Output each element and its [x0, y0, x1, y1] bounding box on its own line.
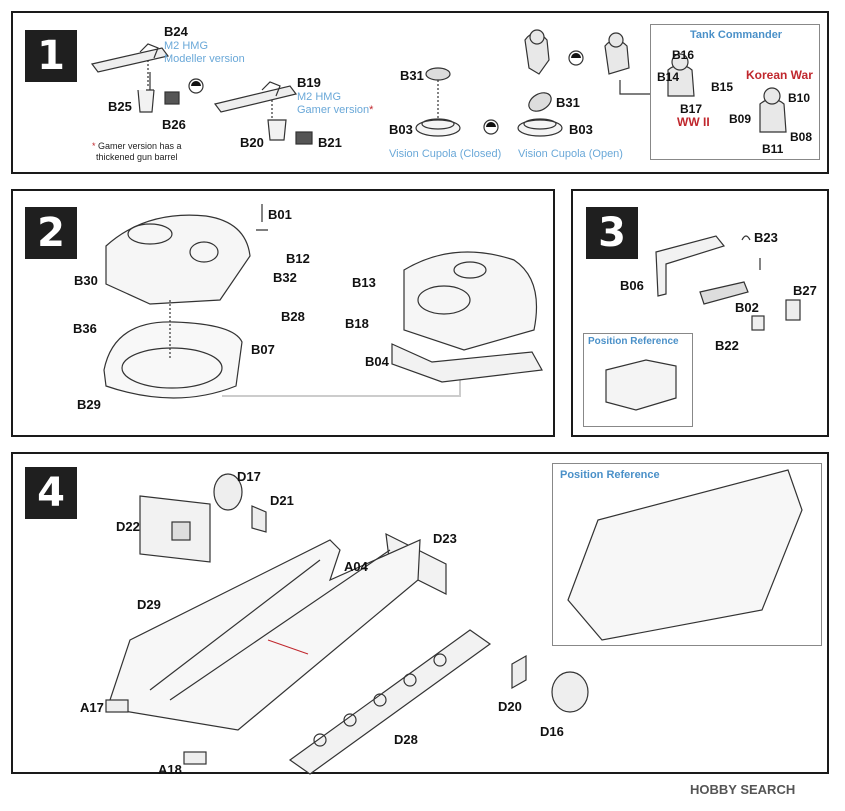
label-b08: B08: [790, 130, 813, 144]
label-b28: B28: [281, 309, 305, 324]
watermark: HOBBY SEARCH: [690, 782, 796, 797]
gamer-note-star: *: [92, 141, 96, 151]
label-d29: D29: [137, 597, 161, 612]
label-b18: B18: [345, 316, 369, 331]
label-b11: B11: [762, 142, 784, 156]
label-b14: B14: [657, 70, 680, 84]
step-3-position-reference-title: Position Reference: [588, 336, 679, 347]
label-d28: D28: [394, 732, 418, 747]
step-1-number: 1: [25, 30, 77, 82]
label-b03-open: B03: [569, 122, 593, 137]
label-b02: B02: [735, 300, 759, 315]
label-a18: A18: [158, 762, 182, 777]
gamer-version-text: Gamer version: [297, 104, 370, 116]
label-b21: B21: [318, 135, 342, 150]
label-d20: D20: [498, 699, 522, 714]
label-b20: B20: [240, 135, 264, 150]
label-b36: B36: [73, 321, 97, 336]
label-d16: D16: [540, 724, 564, 739]
label-d21: D21: [270, 493, 294, 508]
label-b15: B15: [711, 80, 734, 94]
tank-commander-title: Tank Commander: [690, 29, 783, 41]
gamer-version-line1: M2 HMG: [297, 91, 341, 103]
step-2-number: 2: [25, 207, 77, 259]
label-b29: B29: [77, 397, 101, 412]
gamer-note: * Gamer version has a thickened gun barr…: [92, 141, 182, 163]
label-b12: B12: [286, 251, 310, 266]
modeller-version-line1: M2 HMG: [164, 40, 208, 52]
label-d23: D23: [433, 531, 457, 546]
gamer-version-star: *: [369, 104, 374, 116]
step-4-number: 4: [25, 467, 77, 519]
label-b31-closed: B31: [400, 68, 424, 83]
modeller-version-line2: Modeller version: [164, 53, 245, 65]
ww2-label: WW II: [677, 115, 710, 129]
gamer-note-line1: Gamer version has a: [98, 141, 182, 151]
gamer-version-line2: Gamer version*: [297, 104, 373, 117]
label-b22: B22: [715, 338, 739, 353]
label-b30: B30: [74, 273, 98, 288]
label-a04: A04: [344, 559, 368, 574]
step-4-position-reference-title: Position Reference: [560, 469, 660, 481]
gamer-note-line2: thickened gun barrel: [96, 151, 178, 162]
step-3-number: 3: [586, 207, 638, 259]
label-b03-closed: B03: [389, 122, 413, 137]
label-b26: B26: [162, 117, 186, 132]
vision-cupola-closed: Vision Cupola (Closed): [389, 148, 502, 160]
label-b19: B19: [297, 75, 321, 90]
label-b09: B09: [729, 112, 752, 126]
label-b32: B32: [273, 270, 297, 285]
label-b10: B10: [788, 91, 811, 105]
label-b24: B24: [164, 24, 188, 39]
label-b06: B06: [620, 278, 644, 293]
label-b23: B23: [754, 230, 778, 245]
label-d17: D17: [237, 469, 261, 484]
vision-cupola-open: Vision Cupola (Open): [518, 148, 623, 160]
label-b07: B07: [251, 342, 275, 357]
label-b01: B01: [268, 207, 292, 222]
label-b04: B04: [365, 354, 389, 369]
label-b17: B17: [680, 102, 703, 116]
label-b16: B16: [672, 48, 695, 62]
label-b27: B27: [793, 283, 817, 298]
label-b25: B25: [108, 99, 132, 114]
label-a17: A17: [80, 700, 104, 715]
korean-war-label: Korean War: [746, 68, 813, 82]
label-d22: D22: [116, 519, 140, 534]
label-b31-open: B31: [556, 95, 580, 110]
label-b13: B13: [352, 275, 376, 290]
